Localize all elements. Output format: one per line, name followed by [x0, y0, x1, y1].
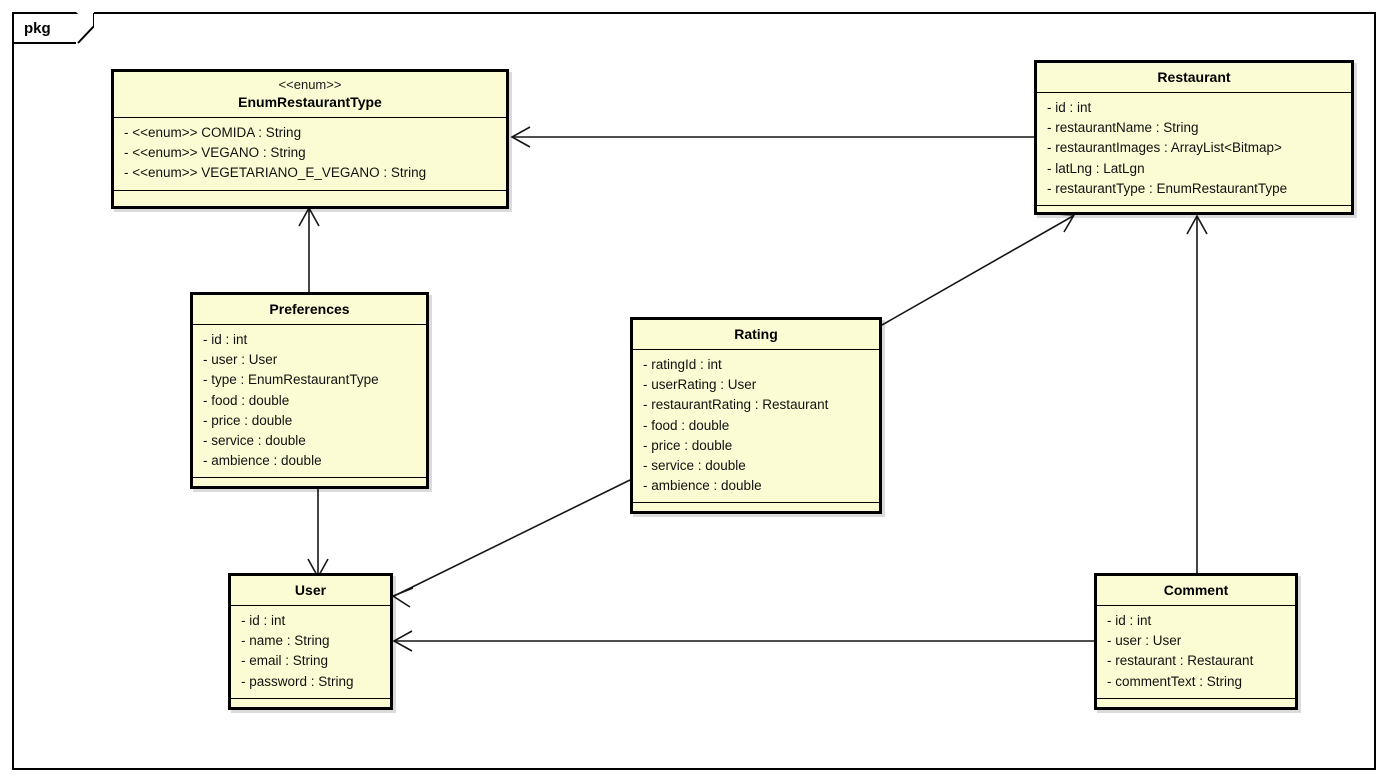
- class-attributes: - id : int - name : String - email : Str…: [231, 606, 390, 699]
- class-box-enum-restaurant-type[interactable]: <<enum>> EnumRestaurantType - <<enum>> C…: [111, 69, 509, 209]
- class-header: User: [231, 576, 390, 606]
- class-attribute: - type : EnumRestaurantType: [203, 372, 379, 388]
- class-attribute: - id : int: [1107, 613, 1152, 628]
- class-attribute: - name : String: [241, 633, 330, 649]
- class-attribute: - service : double: [643, 458, 746, 474]
- class-operations: [114, 191, 506, 205]
- class-operations: [1037, 206, 1351, 220]
- class-attribute: - price : double: [643, 437, 733, 453]
- class-header: Comment: [1097, 576, 1295, 606]
- class-attribute: - price : double: [203, 412, 293, 428]
- class-header: <<enum>> EnumRestaurantType: [114, 72, 506, 118]
- class-name: Rating: [734, 326, 778, 342]
- class-name: User: [294, 582, 327, 598]
- class-attribute: - ratingId : int: [643, 357, 722, 372]
- class-header: Rating: [633, 320, 879, 350]
- class-attribute: - email : String: [241, 653, 329, 669]
- class-attribute: - restaurantName : String: [1047, 120, 1199, 136]
- class-operations: [1097, 699, 1295, 713]
- class-box-preferences[interactable]: Preferences - id : int - user : User - t…: [190, 292, 429, 489]
- class-header: Restaurant: [1037, 63, 1351, 93]
- class-operations: [193, 478, 426, 492]
- class-box-comment[interactable]: Comment - id : int - user : User - resta…: [1094, 573, 1298, 710]
- class-attributes: - <<enum>> COMIDA : String - <<enum>> VE…: [114, 118, 506, 191]
- class-stereotype: <<enum>>: [278, 77, 342, 92]
- class-header: Preferences: [193, 295, 426, 325]
- class-attribute: - id : int: [241, 613, 286, 628]
- class-attribute: - user : User: [203, 352, 278, 368]
- class-attribute: - ambience : double: [203, 453, 322, 469]
- class-operations: [633, 503, 879, 517]
- class-attribute: - userRating : User: [643, 377, 757, 393]
- class-attribute: - service : double: [203, 433, 306, 449]
- class-attribute: - password : String: [241, 673, 354, 689]
- class-box-restaurant[interactable]: Restaurant - id : int - restaurantName :…: [1034, 60, 1354, 215]
- class-name: Restaurant: [1157, 69, 1231, 85]
- class-attribute: - commentText : String: [1107, 673, 1243, 689]
- package-frame: [12, 12, 1376, 770]
- class-name: EnumRestaurantType: [238, 94, 382, 110]
- class-attributes: - id : int - restaurantName : String - r…: [1037, 93, 1351, 207]
- class-attributes: - id : int - user : User - restaurant : …: [1097, 606, 1295, 699]
- class-operations: [231, 699, 390, 713]
- class-attributes: - id : int - user : User - type : EnumRe…: [193, 325, 426, 479]
- class-attribute: - restaurantImages : ArrayList<Bitmap>: [1047, 140, 1282, 156]
- class-attribute: - restaurantRating : Restaurant: [643, 397, 829, 413]
- package-tab-fold-icon: [76, 12, 94, 44]
- class-attribute: - <<enum>> VEGANO : String: [124, 145, 306, 161]
- package-tab: pkg: [12, 12, 76, 44]
- class-attribute: - user : User: [1107, 633, 1182, 649]
- class-attribute: - ambience : double: [643, 478, 762, 494]
- class-attribute: - food : double: [203, 392, 290, 408]
- class-attribute: - id : int: [1047, 100, 1092, 115]
- class-attribute: - restaurant : Restaurant: [1107, 653, 1254, 669]
- class-name: Preferences: [269, 301, 350, 317]
- class-attribute: - food : double: [643, 417, 730, 433]
- class-name: Comment: [1163, 582, 1229, 598]
- class-attribute: - restaurantType : EnumRestaurantType: [1047, 180, 1288, 196]
- class-attributes: - ratingId : int - userRating : User - r…: [633, 350, 879, 504]
- class-attribute: - <<enum>> COMIDA : String: [124, 125, 302, 140]
- class-attribute: - <<enum>> VEGETARIANO_E_VEGANO : String: [124, 165, 427, 181]
- class-box-user[interactable]: User - id : int - name : String - email …: [228, 573, 393, 710]
- package-frame-top-edge: [76, 12, 1376, 14]
- package-tab-label: pkg: [24, 19, 51, 37]
- class-box-rating[interactable]: Rating - ratingId : int - userRating : U…: [630, 317, 882, 514]
- class-attribute: - latLng : LatLgn: [1047, 160, 1145, 176]
- class-attribute: - id : int: [203, 332, 248, 347]
